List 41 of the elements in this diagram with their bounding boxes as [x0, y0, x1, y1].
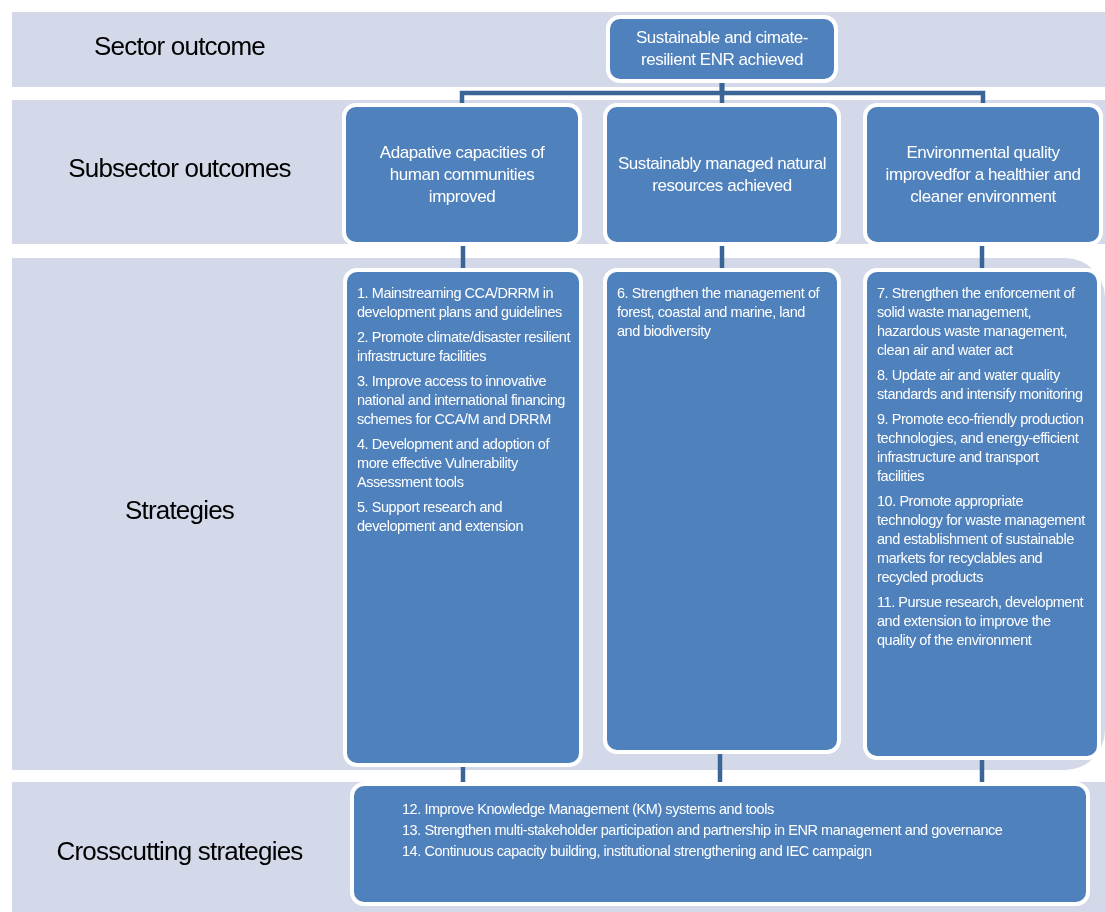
connector-line — [460, 244, 466, 270]
connector-line — [460, 765, 466, 784]
strategy-box — [343, 268, 583, 767]
connector-line — [979, 244, 985, 270]
strategy-item: 11. Pursue research, development and extension to improve the quality of the environment — [877, 593, 1085, 650]
row-band — [12, 100, 1105, 244]
strategy-item: 10. Promote appropriate technology for waste management and establishment of sustainable markets for recyclables and recycled products — [877, 492, 1086, 587]
strategy-item: 9. Promote eco-friendly production technologies, and energy-efficient infrastructure and transport facilities — [877, 410, 1085, 486]
outcome-box — [606, 15, 838, 83]
strategy-item: 8. Update air and water quality standards and intensify monitoring — [877, 366, 1084, 404]
strategy-box — [863, 268, 1101, 760]
outcome-box — [863, 103, 1103, 246]
strategy-item: 7. Strengthen the enforcement of solid waste management, hazardous waste management, clean air and water act — [877, 284, 1076, 360]
row-band — [12, 258, 1105, 770]
connector-line — [719, 81, 986, 105]
strategy-item: 14. Continuous capacity building, institutional strengthening and IEC campaign — [402, 842, 873, 861]
row-band — [12, 782, 1105, 912]
strategy-item: 3. Improve access to innovative national and international financing schemes for CCA/M and DRRM — [357, 372, 566, 429]
connector-line — [979, 758, 985, 784]
outcome-text: Sustainably managed natural resources achieved — [617, 152, 827, 197]
outcome-box — [603, 103, 841, 246]
strategy-item: 6. Strengthen the management of forest, coastal and marine, land and biodiversity — [617, 284, 821, 341]
strategy-item: 1. Mainstreaming CCA/DRRM in development plans and guidelines — [357, 284, 563, 322]
strategy-item: 2. Promote climate/disaster resilient infrastructure facilities — [357, 328, 571, 366]
strategy-box — [603, 268, 841, 754]
row-heading: Crosscutting strategies — [55, 836, 304, 867]
outcome-text: Adapative capacities of human communities improved — [378, 141, 546, 208]
row-heading: Strategies — [123, 495, 236, 526]
connector-line — [719, 244, 725, 270]
outcome-box — [342, 103, 582, 246]
strategy-item: 12. Improve Knowledge Management (KM) systems and tools — [402, 800, 775, 819]
strategy-item: 5. Support research and development and extension — [357, 498, 525, 536]
row-heading: Subsector outcomes — [67, 153, 292, 184]
strategy-box — [350, 782, 1090, 906]
strategy-item: 4. Development and adoption of more effective Vulnerability Assessment tools — [357, 435, 551, 492]
row-heading: Sector outcome — [93, 31, 266, 62]
outcome-text: Sustainable and cimate-resilient ENR achieved — [634, 27, 809, 71]
row-band — [12, 12, 1105, 87]
outcome-text: Environmental quality improvedfor a healthier and cleaner environment — [884, 141, 1082, 208]
strategy-item: 13. Strengthen multi-stakeholder participation and partnership in ENR management and governance — [402, 821, 1004, 840]
connector-line — [717, 752, 723, 784]
